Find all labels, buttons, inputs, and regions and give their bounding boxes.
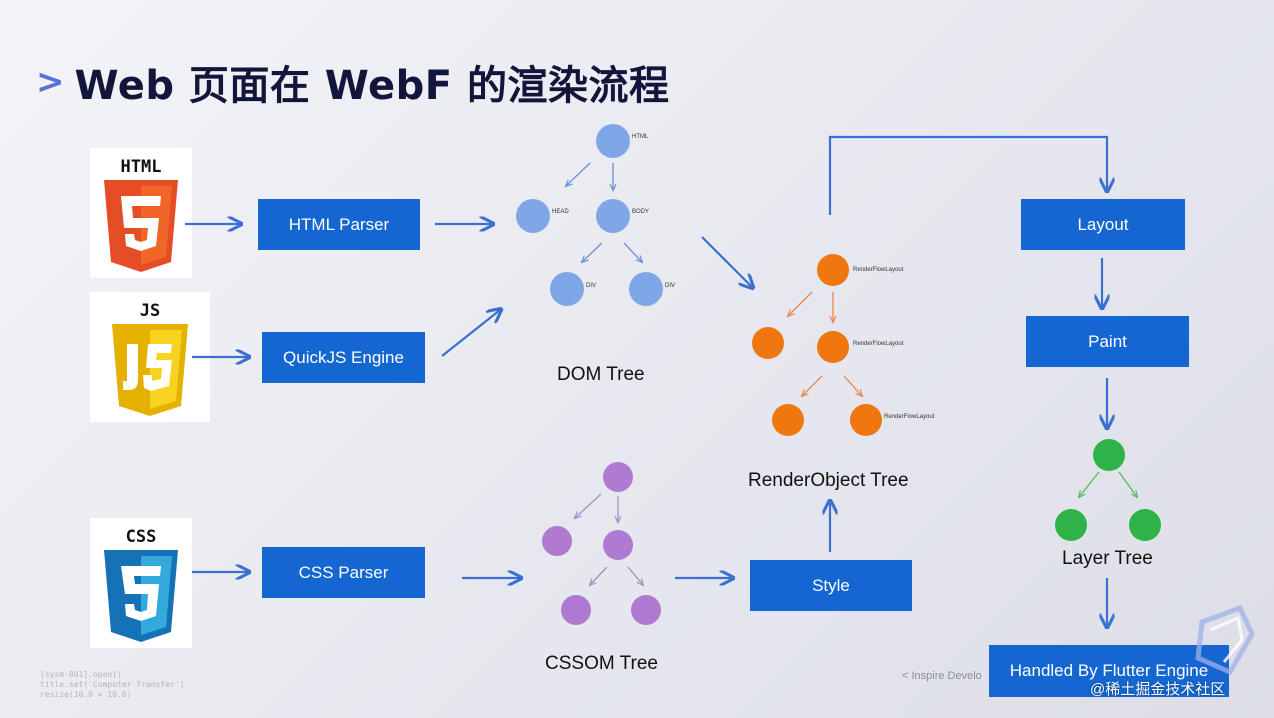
js-logo-icon: JS bbox=[112, 301, 188, 416]
cssom-node-left bbox=[542, 526, 572, 556]
dom-tree-label: DOM Tree bbox=[557, 364, 645, 385]
dom-label-div-2: DIV bbox=[665, 283, 675, 289]
dom-label-div-1: DIV bbox=[586, 283, 596, 289]
dom-node-body bbox=[596, 199, 630, 233]
title-row: > Web 页面在 WebF 的渲染流程 bbox=[36, 52, 670, 112]
html5-logo-card: HTML bbox=[90, 148, 192, 278]
cssom-node-bottom-right bbox=[631, 595, 661, 625]
html-parser-box: HTML Parser bbox=[258, 199, 420, 250]
footer-note: < Inspire Develo bbox=[902, 670, 982, 682]
paint-box: Paint bbox=[1026, 316, 1189, 367]
flow-arrows bbox=[185, 135, 1107, 626]
cssom-node-bottom-left bbox=[561, 595, 591, 625]
html5-logo-icon: HTML bbox=[104, 157, 178, 272]
dom-node-head bbox=[516, 199, 550, 233]
layer-tree bbox=[1055, 439, 1161, 541]
dom-node-div-2 bbox=[629, 272, 663, 306]
code-snippet: [sysm-001].open() title.set('Computer Tr… bbox=[40, 670, 185, 699]
chevron-right-icon: > bbox=[36, 62, 65, 102]
style-box: Style bbox=[750, 560, 912, 611]
cssom-tree bbox=[542, 462, 661, 625]
render-object-tree-label: RenderObject Tree bbox=[748, 470, 909, 491]
page-title: Web 页面在 WebF 的渲染流程 bbox=[74, 63, 670, 109]
dom-label-body: BODY bbox=[632, 209, 649, 215]
render-node-bottom-left bbox=[772, 404, 804, 436]
render-label-bottom-right: RenderFlowLayout bbox=[884, 414, 935, 420]
css3-logo-card: CSS bbox=[90, 518, 192, 648]
cssom-tree-label: CSSOM Tree bbox=[545, 653, 658, 674]
css-parser-box: CSS Parser bbox=[262, 547, 425, 598]
render-node-root bbox=[817, 254, 849, 286]
decorative-cube-icon bbox=[1195, 604, 1255, 676]
cssom-node-middle bbox=[603, 530, 633, 560]
css3-logo-icon: CSS bbox=[104, 527, 178, 642]
cssom-node-root bbox=[603, 462, 633, 492]
dom-label-html: HTML bbox=[632, 134, 649, 140]
dom-node-div-1 bbox=[550, 272, 584, 306]
render-node-middle bbox=[817, 331, 849, 363]
html-logo-text: HTML bbox=[121, 157, 162, 177]
layer-tree-label: Layer Tree bbox=[1062, 548, 1153, 569]
layout-box: Layout bbox=[1021, 199, 1185, 250]
layer-node-left bbox=[1055, 509, 1087, 541]
arrow-dom-to-render bbox=[701, 236, 752, 287]
arrow-render-to-layout bbox=[828, 135, 1107, 215]
render-object-tree: RenderFlowLayout RenderFlowLayout Render… bbox=[752, 254, 935, 436]
render-node-left bbox=[752, 327, 784, 359]
dom-label-head: HEAD bbox=[552, 209, 569, 215]
js-logo-text: JS bbox=[140, 301, 160, 321]
render-label-middle: RenderFlowLayout bbox=[853, 341, 904, 347]
arrow-quickjs-to-dom bbox=[441, 310, 500, 357]
dom-node-html bbox=[596, 124, 630, 158]
watermark: @稀土掘金技术社区 bbox=[1090, 681, 1226, 698]
layer-node-right bbox=[1129, 509, 1161, 541]
render-node-bottom-right bbox=[850, 404, 882, 436]
dom-tree: HTML HEAD BODY DIV DIV bbox=[516, 124, 675, 306]
js-logo-card: JS bbox=[90, 292, 210, 422]
flutter-engine-box: Handled By Flutter Engine bbox=[989, 645, 1229, 697]
quickjs-engine-box: QuickJS Engine bbox=[262, 332, 425, 383]
layer-node-root bbox=[1093, 439, 1125, 471]
render-label-root: RenderFlowLayout bbox=[853, 267, 904, 273]
css-logo-text: CSS bbox=[126, 527, 157, 547]
